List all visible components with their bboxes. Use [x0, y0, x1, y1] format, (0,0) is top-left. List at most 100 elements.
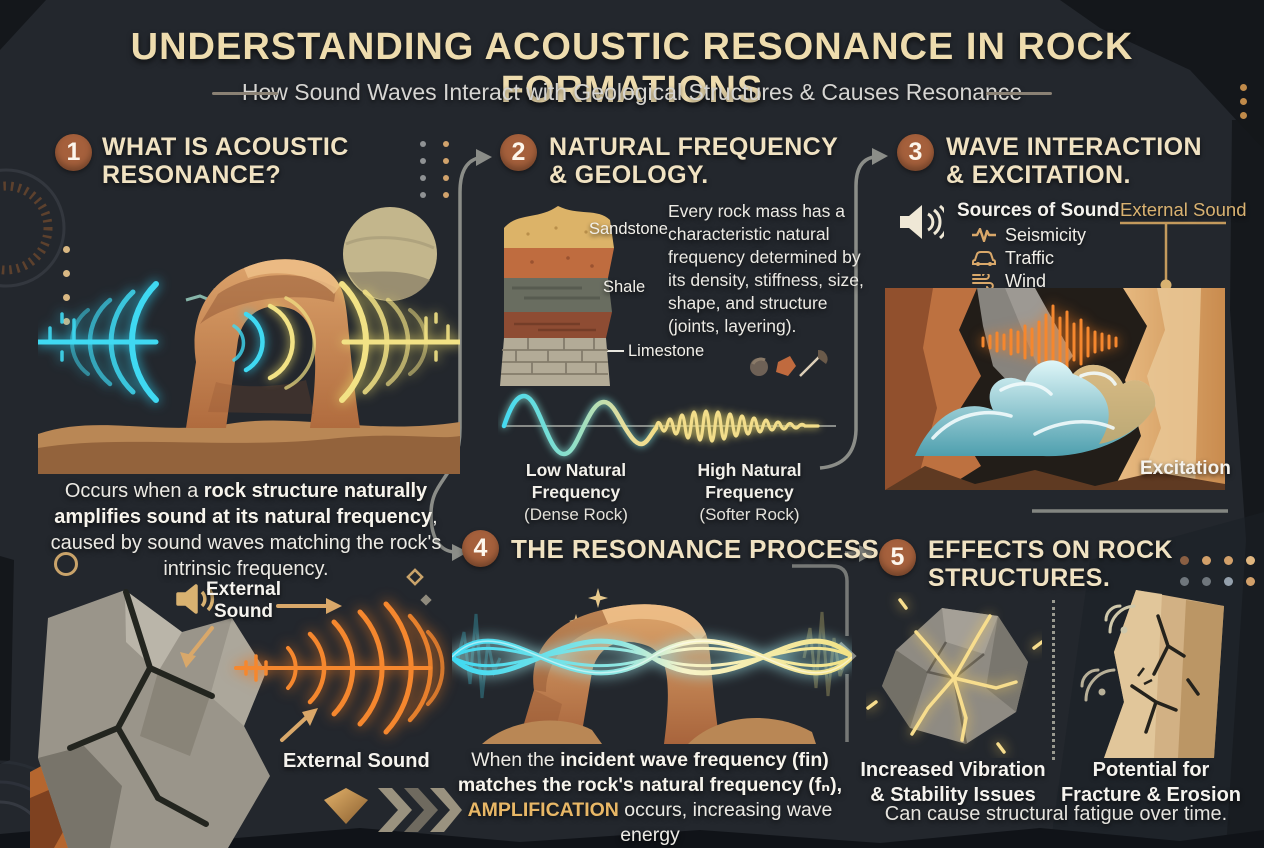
- arrowhead-to-4: [452, 544, 468, 561]
- low-frequency-title: Low Natural Frequency: [525, 460, 627, 502]
- s4-p2: occurs, increasing wave energy: [618, 798, 833, 846]
- process-ground-right: [688, 718, 816, 744]
- arrowhead-to-2: [476, 149, 492, 166]
- s4-desc-line1: When the incident wave frequency (fin): [446, 748, 854, 773]
- subtitle-dash-left: [212, 92, 278, 95]
- external-sound-illustration: [30, 584, 462, 848]
- external-top-line2: Sound: [213, 600, 274, 622]
- section4-description: When the incident wave frequency (fin) m…: [446, 748, 854, 848]
- process-ground-left: [482, 720, 602, 744]
- effect1-line2: & Stability Issues: [870, 784, 1036, 806]
- effect2-line1: Potential for: [1092, 759, 1210, 781]
- traffic-icon: [972, 251, 996, 266]
- vibration-boulder-illustration: [866, 598, 1042, 754]
- section4-title: THE RESONANCE PROCESS.: [511, 534, 887, 564]
- rock-cracks: [67, 589, 215, 827]
- high-frequency-title: High Natural Frequency: [697, 460, 802, 502]
- arch-resonance-illustration: [38, 207, 460, 474]
- speaker-icon: [176, 584, 215, 614]
- seismicity-icon: [972, 228, 996, 242]
- annotation-arrows: [186, 604, 330, 742]
- sandstone-layer: [504, 206, 614, 248]
- geology-icons: [750, 349, 828, 377]
- cliff-cracks: [1130, 614, 1200, 734]
- section3-title: WAVE INTERACTION & EXCITATION.: [946, 133, 1202, 189]
- section1-title-line1: WHAT IS ACOUSTIC: [102, 133, 349, 161]
- external-sound-callout: [1120, 221, 1226, 280]
- source-label-wind: Wind: [1005, 270, 1047, 291]
- deco-dot-col-left: [63, 246, 70, 325]
- step-5-badge: 5: [879, 539, 916, 576]
- effects-divider: [1052, 600, 1055, 760]
- echo-spikes-right: [802, 611, 848, 697]
- effect1-label: Increased Vibration & Stability Issues: [858, 758, 1048, 808]
- section2-title-line1: NATURAL FREQUENCY: [549, 133, 839, 161]
- hammer-head-icon: [818, 349, 828, 364]
- source-item-wind: Wind: [972, 270, 1086, 292]
- arrowhead-to-5: [859, 545, 875, 562]
- rock-strata-illustration: [500, 206, 614, 386]
- deco-ring: [54, 552, 78, 576]
- echo-spikes-left: [456, 613, 502, 699]
- diamond-chevrons: [324, 788, 462, 832]
- sparkle-diamonds: [406, 568, 432, 606]
- orange-waveform: [234, 601, 445, 735]
- wind-icon: [972, 274, 994, 288]
- s4-p1: When the: [471, 749, 561, 771]
- section1-title-line2: RESONANCE?: [102, 161, 282, 189]
- high-frequency-sub: (Softer Rock): [699, 504, 800, 524]
- page-subtitle: How Sound Waves Interact with Geological…: [241, 79, 1023, 105]
- frequency-wave-diagram: [501, 393, 836, 457]
- strata-label-shale: Shale: [603, 278, 646, 296]
- connector-2-3: [819, 155, 875, 470]
- arrowhead-to-3: [872, 148, 888, 165]
- section2-description: Every rock mass has a characteristic nat…: [668, 201, 864, 337]
- source-label-traffic: Traffic: [1005, 247, 1055, 268]
- shale-layer: [504, 278, 612, 312]
- external-sound-label-s3: External Sound: [1120, 199, 1247, 220]
- strata-label-limestone: Limestone: [628, 342, 705, 360]
- section4-bracket: [792, 564, 849, 742]
- rock-arch: [186, 259, 360, 428]
- strata-label-sandstone: Sandstone: [589, 220, 668, 238]
- section2-title: NATURAL FREQUENCY & GEOLOGY.: [549, 133, 838, 189]
- s4-b2: matches the rock's natural frequency (fₙ…: [457, 773, 843, 796]
- section5-footer: Can cause structural fatigue over time.: [884, 803, 1228, 825]
- fracture-cliff-illustration: [1080, 590, 1224, 758]
- canyon-excitation-illustration: [885, 288, 1225, 490]
- external-sound-top-label: External Sound: [206, 579, 281, 623]
- high-frequency-wave: [654, 409, 820, 443]
- resonance-process-illustration: [452, 604, 852, 744]
- rock-chip-icon: [776, 356, 796, 376]
- canyon-orange-waveform: [981, 304, 1118, 380]
- low-frequency-sub: (Dense Rock): [524, 504, 628, 524]
- effect2-line2: Fracture & Erosion: [1060, 784, 1242, 806]
- edge-dots: [1240, 84, 1247, 119]
- external-top-line1: External: [206, 579, 281, 600]
- lightning-cracks: [866, 598, 1042, 754]
- low-frequency-wave: [501, 393, 659, 457]
- signal-arcs-top: [1104, 604, 1136, 634]
- section5-title-line1: EFFECTS ON ROCK: [928, 536, 1173, 564]
- section3-title-line2: & EXCITATION.: [946, 161, 1131, 189]
- desc-bold: rock structure naturally amplifies sound…: [54, 480, 433, 528]
- s4-g1: AMPLIFICATION: [467, 798, 619, 821]
- section2-title-line2: & GEOLOGY.: [549, 161, 709, 189]
- excitation-label: Excitation: [1140, 458, 1231, 479]
- low-frequency-label: Low Natural Frequency (Dense Rock): [496, 460, 656, 526]
- yellow-sound-waves: [339, 281, 460, 403]
- desc-text: Occurs when a: [64, 480, 204, 502]
- canyon-floor: [885, 466, 1225, 490]
- section5-title-line2: STRUCTURES.: [928, 564, 1111, 592]
- section3-title-line1: WAVE INTERACTION: [946, 133, 1202, 161]
- step-3-badge: 3: [897, 134, 934, 171]
- brick-lines: [501, 338, 608, 375]
- step-2-badge: 2: [500, 134, 537, 171]
- inner-resonance-arcs: [232, 296, 316, 390]
- teal-wave: [915, 360, 1156, 457]
- external-sound-bottom-label: External Sound: [283, 750, 430, 772]
- upper-layer: [504, 248, 614, 278]
- page-title: UNDERSTANDING ACOUSTIC RESONANCE IN ROCK…: [130, 26, 1134, 111]
